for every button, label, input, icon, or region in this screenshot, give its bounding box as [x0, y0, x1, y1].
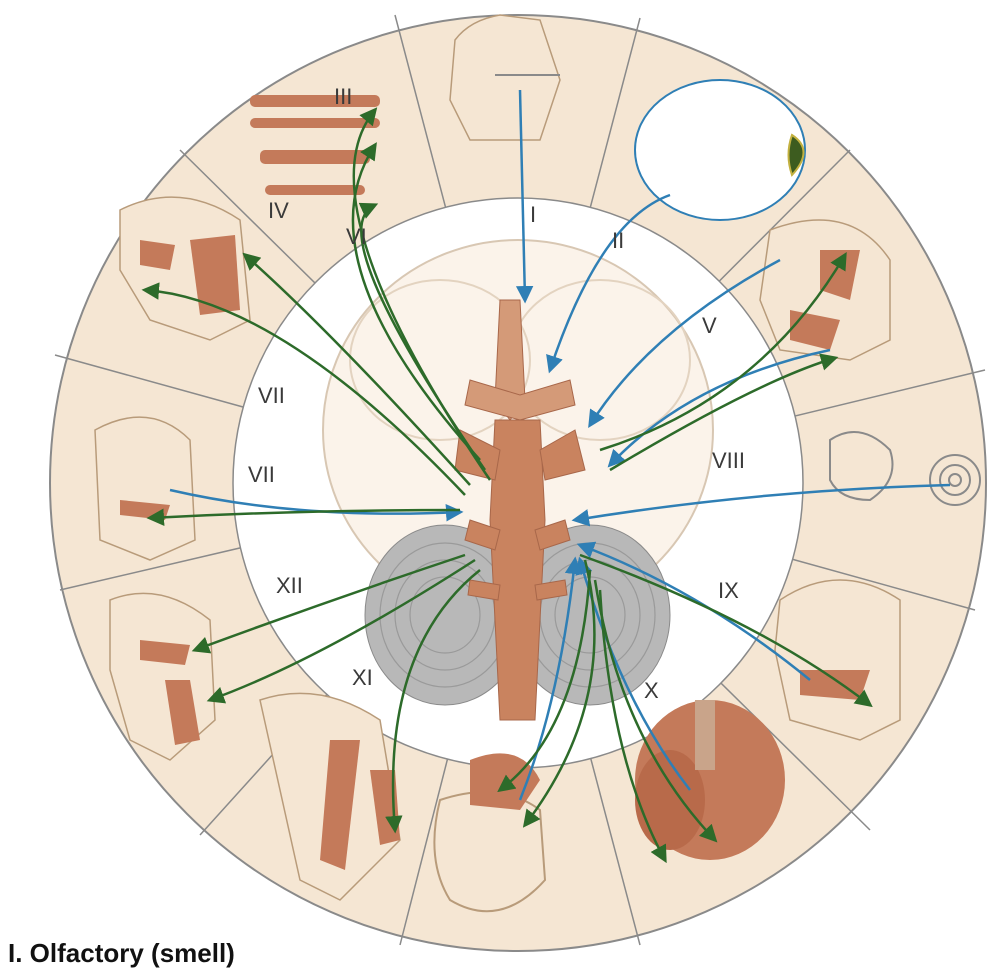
caption: I. Olfactory (smell) — [8, 940, 235, 966]
numeral-vii-lower: VII — [248, 462, 275, 487]
numeral-vi: VI — [346, 224, 367, 249]
numeral-iii: III — [334, 84, 352, 109]
face-v-illustration — [760, 220, 890, 360]
numeral-i: I — [530, 202, 536, 227]
throat-ix-illustration — [775, 580, 900, 740]
numeral-x: X — [644, 678, 659, 703]
face-vii-lower-illustration — [95, 417, 195, 560]
numeral-ii: II — [612, 228, 624, 253]
numeral-ix: IX — [718, 578, 739, 603]
nose-illustration — [450, 15, 560, 140]
numeral-xii: XII — [276, 573, 303, 598]
numeral-iv: IV — [268, 198, 289, 223]
numeral-viii: VIII — [712, 448, 745, 473]
numeral-v: V — [702, 313, 717, 338]
numeral-xi: XI — [352, 665, 373, 690]
numeral-vii-upper: VII — [258, 383, 285, 408]
